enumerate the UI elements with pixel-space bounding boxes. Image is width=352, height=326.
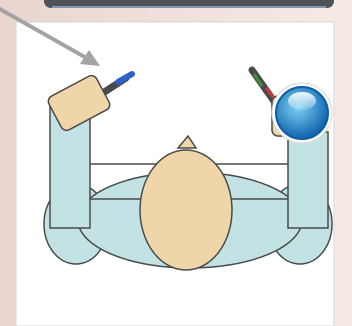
head	[140, 150, 232, 270]
orb-icon	[272, 83, 332, 143]
right-forearm	[288, 132, 328, 228]
